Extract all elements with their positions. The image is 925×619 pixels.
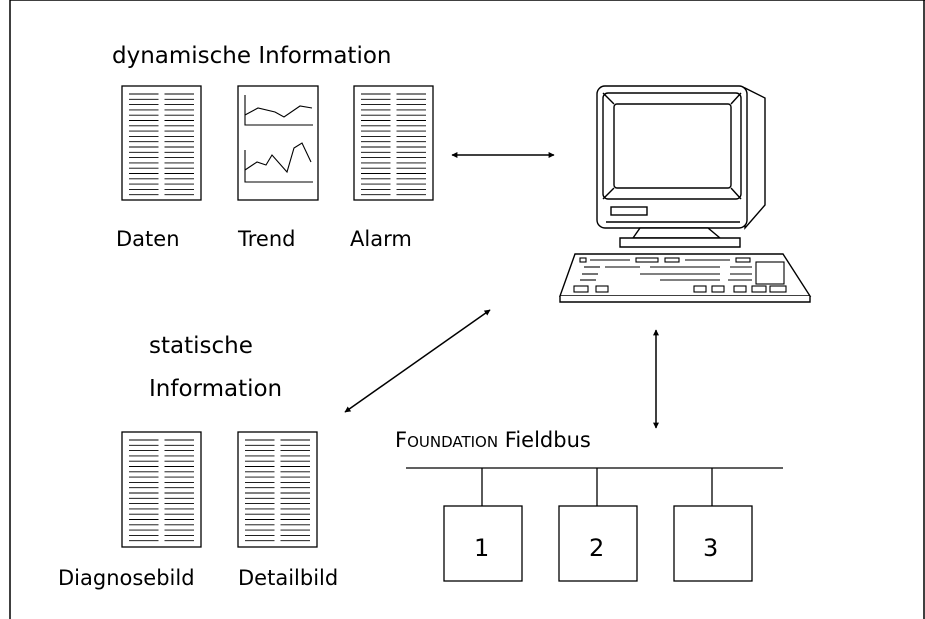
device-3 (673, 468, 753, 582)
computer-icon (559, 85, 812, 303)
fieldbus-title: Foundation Fieldbus (395, 430, 591, 451)
diagnosebild-document-icon (121, 431, 202, 548)
daten-document-icon (121, 85, 202, 201)
keyboard-key (755, 261, 785, 285)
keyboard-key (595, 285, 609, 293)
keyboard-key (711, 285, 725, 293)
keyboard-key (733, 285, 747, 293)
keyboard-key (635, 257, 659, 263)
detailbild-document-icon (237, 431, 318, 548)
keyboard-key (693, 285, 707, 293)
heading-dynamic-information: dynamische Information (112, 43, 392, 69)
label-trend: Trend (238, 227, 296, 251)
device-2-label: 2 (589, 534, 605, 562)
device-1-label: 1 (474, 534, 490, 562)
keyboard-key (579, 257, 587, 263)
label-daten: Daten (116, 227, 180, 251)
device-3-label: 3 (703, 534, 719, 562)
device-2 (558, 468, 638, 582)
keyboard-key (769, 285, 787, 293)
device-1 (443, 468, 523, 582)
heading-static-line1: statische (149, 333, 253, 359)
fieldbus-title-foundation: Foundation (395, 428, 499, 452)
label-diagnosebild: Diagnosebild (58, 566, 195, 590)
heading-static-line2: Information (149, 376, 283, 402)
fieldbus-title-fieldbus: Fieldbus (504, 428, 591, 452)
keyboard-key (664, 257, 680, 263)
arrow-static-computer (344, 309, 491, 413)
trend-document-icon (237, 85, 319, 201)
keyboard-key (573, 285, 589, 293)
label-alarm: Alarm (350, 227, 412, 251)
keyboard-key (735, 257, 751, 263)
label-detailbild: Detailbild (238, 566, 339, 590)
alarm-document-icon (353, 85, 434, 201)
keyboard-key (751, 285, 767, 293)
frame (9, 0, 925, 619)
